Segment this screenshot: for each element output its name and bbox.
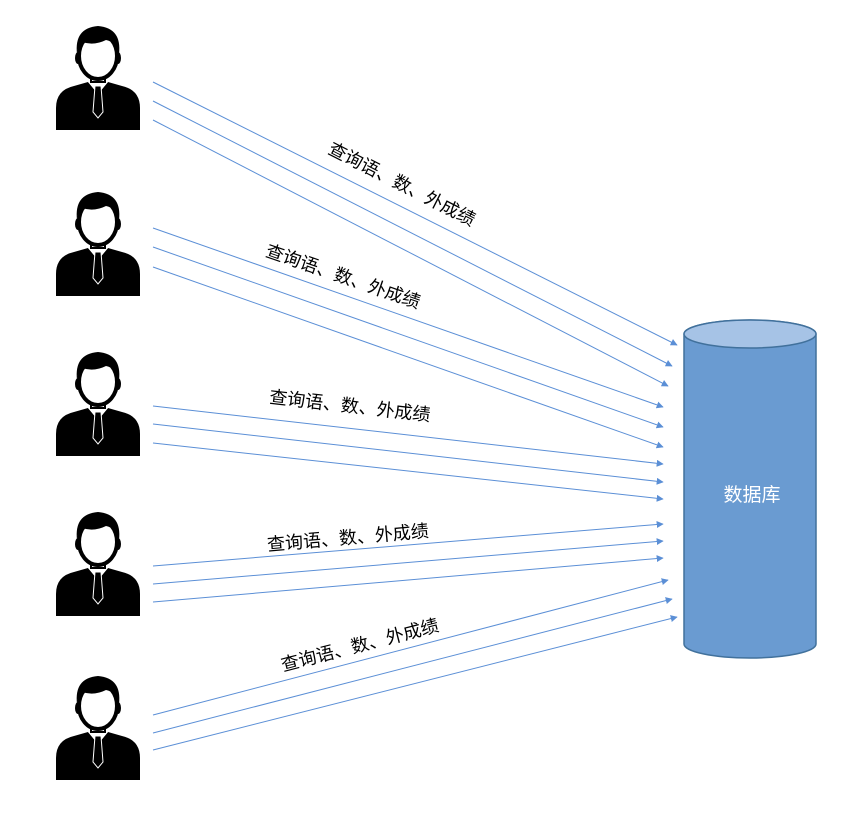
arrow-user3-2 [152, 423, 664, 485]
arrow-user3-3 [152, 442, 664, 502]
database-cylinder [683, 319, 817, 659]
arrow-user2-1 [152, 227, 664, 409]
user-icon [54, 350, 142, 458]
arrows [152, 81, 678, 751]
arrow-user1-3 [152, 119, 669, 387]
arrow-user1-2 [152, 100, 673, 367]
arrow-user2-2 [152, 246, 664, 429]
arrow-user5-1 [152, 578, 669, 716]
arrow-user2-3 [152, 266, 664, 449]
user-icon [54, 24, 142, 132]
user-icon [54, 674, 142, 782]
arrow-user4-2 [152, 538, 664, 585]
arrow-user3-1 [152, 405, 664, 467]
user-icon [54, 190, 142, 298]
arrow-user5-3 [152, 615, 678, 751]
arrow-user4-1 [152, 521, 664, 567]
database-label: 数据库 [723, 484, 781, 506]
arrow-user1-1 [152, 81, 678, 346]
arrow-user4-3 [152, 555, 664, 603]
arrow-user5-2 [152, 597, 673, 734]
user-icon [54, 510, 142, 618]
